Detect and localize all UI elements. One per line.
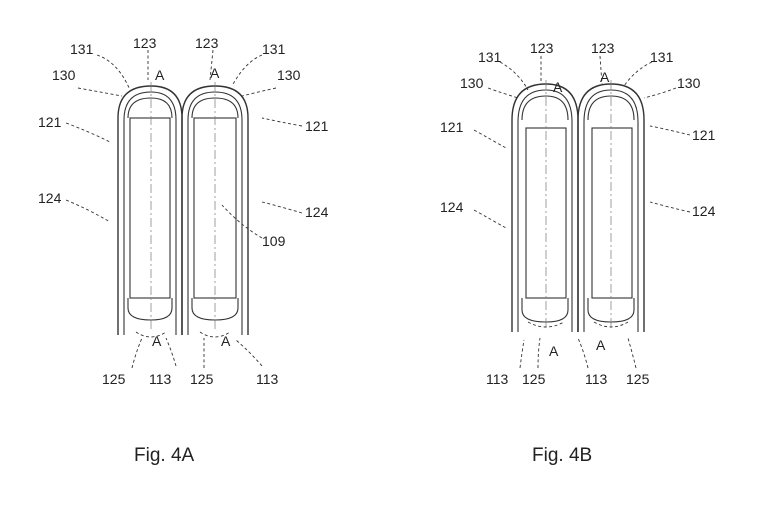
label-121-right: 121	[692, 127, 716, 143]
label-131-right: 131	[262, 41, 286, 57]
label-131-right: 131	[650, 49, 674, 65]
label-113-left: 113	[486, 371, 509, 387]
label-113-right: 113	[585, 371, 608, 387]
label-125-left: 125	[522, 371, 546, 387]
label-124-right: 124	[692, 203, 716, 219]
fig4b-right-cell	[578, 80, 644, 332]
label-131-left: 131	[70, 41, 94, 57]
fig4a-left-cell	[118, 82, 182, 335]
label-130-left: 130	[460, 75, 484, 91]
label-121-left: 121	[38, 114, 62, 130]
label-a-bottom-left: A	[549, 343, 559, 359]
label-113-right: 113	[256, 371, 279, 387]
label-123-right: 123	[591, 40, 615, 56]
label-130-right: 130	[277, 67, 301, 83]
label-a-top-right: A	[210, 65, 220, 81]
label-121-left: 121	[440, 119, 464, 135]
figure-4b: 131 123 123 131 A A 130 130 121 121 124 …	[440, 40, 716, 466]
label-125-right: 125	[190, 371, 214, 387]
label-123-right: 123	[195, 35, 219, 51]
label-130-left: 130	[52, 67, 76, 83]
label-a-top-right: A	[600, 69, 610, 85]
label-125-left: 125	[102, 371, 126, 387]
caption-fig-4b: Fig. 4B	[532, 445, 592, 466]
label-123-left: 123	[530, 40, 554, 56]
label-109: 109	[262, 233, 286, 249]
caption-fig-4a: Fig. 4A	[134, 445, 195, 466]
fig4a-right-cell	[182, 82, 248, 335]
label-131-left: 131	[478, 49, 502, 65]
label-a-bottom-right: A	[221, 333, 231, 349]
label-121-right: 121	[305, 118, 329, 134]
fig4b-left-cell	[512, 80, 578, 332]
label-a-bottom-right: A	[596, 337, 606, 353]
label-124-left: 124	[440, 199, 464, 215]
label-a-bottom-left: A	[152, 333, 162, 349]
label-113-left: 113	[149, 371, 172, 387]
label-123-left: 123	[133, 35, 157, 51]
label-124-left: 124	[38, 190, 62, 206]
label-a-top-left: A	[155, 67, 165, 83]
label-130-right: 130	[677, 75, 701, 91]
label-125-right: 125	[626, 371, 650, 387]
figure-4a: 131 123 123 131 A A 130 130 121 121 124 …	[38, 35, 329, 466]
label-a-top-left: A	[553, 79, 563, 95]
label-124-right: 124	[305, 204, 329, 220]
